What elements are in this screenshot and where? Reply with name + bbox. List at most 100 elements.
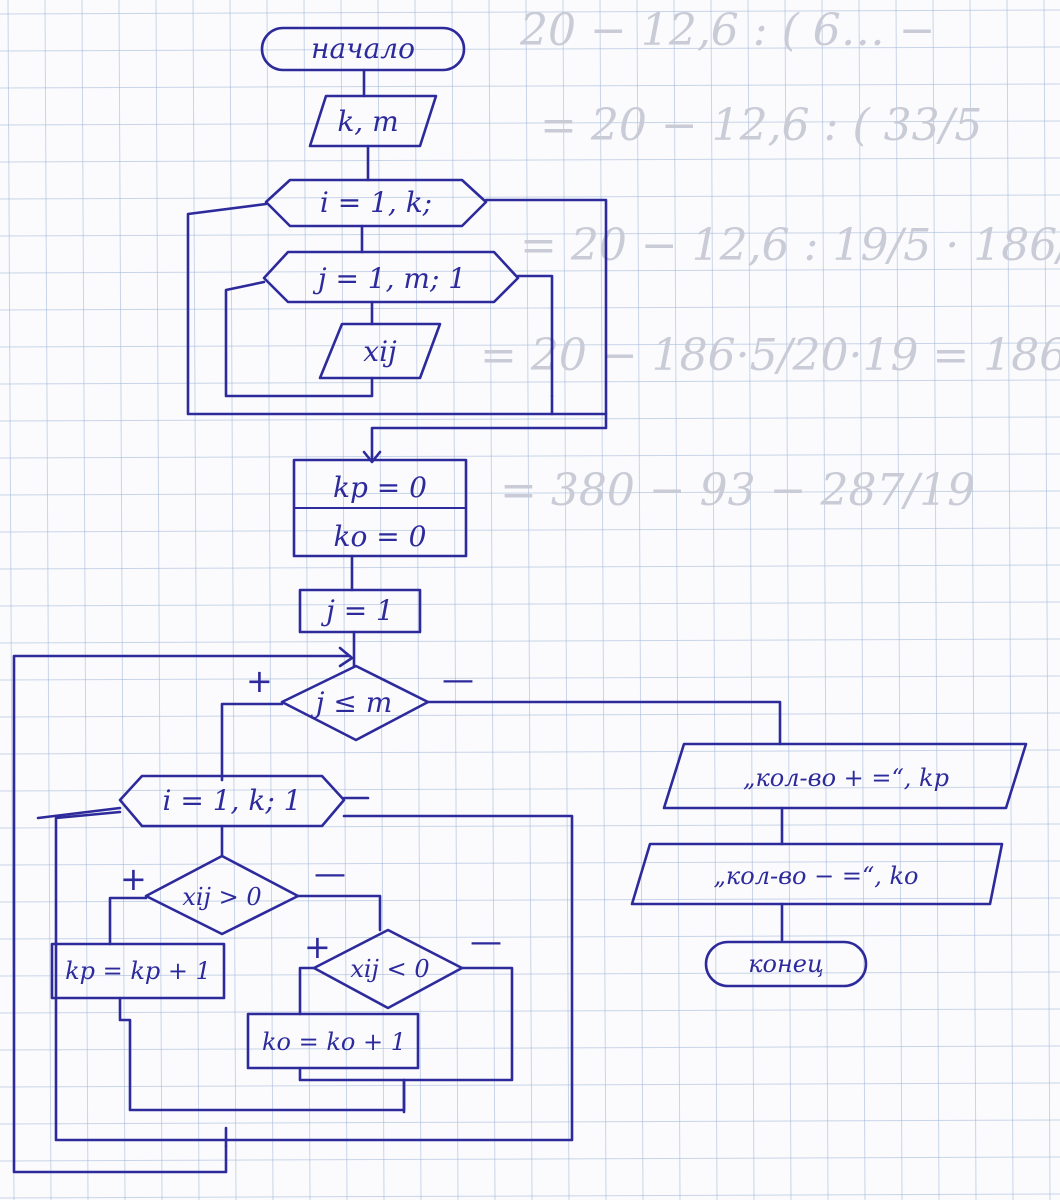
outer-loop-exit <box>484 198 608 416</box>
grid-line-vertical <box>377 0 385 1200</box>
inc-kp-block: kp = kp + 1 <box>50 942 226 1000</box>
arrow-head <box>362 450 382 464</box>
scribble-5: = 380 − 93 − 287/19 <box>500 465 975 516</box>
grid-line-horizontal <box>0 342 1060 348</box>
loop-i-count-label: i = 1, k; 1 <box>163 784 302 817</box>
grid-line-horizontal <box>0 231 1060 237</box>
decision-neg-label: xij < 0 <box>350 955 429 983</box>
grid-line-horizontal <box>0 823 1060 829</box>
grid-line-horizontal <box>0 749 1060 755</box>
loop-i-exit <box>224 796 574 1142</box>
grid-line-horizontal <box>0 675 1060 681</box>
grid-line-vertical <box>784 0 792 1200</box>
flow-line <box>296 894 382 932</box>
grid-line-vertical <box>821 0 829 1200</box>
grid-line-horizontal <box>0 638 1060 644</box>
grid-line-horizontal <box>0 934 1060 940</box>
input-km-label: k, m <box>337 105 398 138</box>
grid-line-horizontal <box>0 379 1060 385</box>
init-kp-label: kp = 0 <box>333 471 427 504</box>
grid-line-vertical <box>451 0 459 1200</box>
output-ko-block: „кол-во − =“, ko <box>630 842 1004 906</box>
scribble-1: 20 − 12,6 : ( 6… − <box>519 5 936 56</box>
grid-line-horizontal <box>0 712 1060 718</box>
scribble-2: = 20 − 12,6 : ( 33/5 <box>540 100 982 151</box>
grid-line-horizontal <box>0 46 1060 52</box>
grid-line-vertical <box>414 0 422 1200</box>
grid-line-vertical <box>673 0 681 1200</box>
output-kp-label: „кол-во + =“, kp <box>743 764 949 792</box>
grid-line-horizontal <box>0 157 1060 163</box>
input-xij-label: xij <box>363 335 397 368</box>
inc-ko-label: ko = ko + 1 <box>262 1028 406 1056</box>
loop-j-inner-block: j = 1, m; 1 <box>262 250 520 304</box>
grid-line-horizontal <box>0 860 1060 866</box>
grid-line-horizontal <box>0 194 1060 200</box>
grid-line-horizontal <box>0 9 1060 15</box>
init-ko-label: ko = 0 <box>334 520 427 553</box>
decision-pos-no-sign: — <box>314 854 346 892</box>
grid-line-horizontal <box>0 490 1060 496</box>
flow-line <box>220 702 284 782</box>
grid-line-vertical <box>858 0 866 1200</box>
grid-line-horizontal <box>0 120 1060 126</box>
decision-pos-yes-sign: + <box>120 860 147 898</box>
grid-line-vertical <box>747 0 755 1200</box>
inner-loop-return <box>224 280 374 398</box>
flow-line <box>108 896 148 946</box>
grid-line-horizontal <box>0 1008 1060 1014</box>
end-label: конец <box>748 950 824 978</box>
decision-neg-yes-sign: + <box>304 928 331 966</box>
loop-i-return-top <box>36 806 122 820</box>
grid-line-horizontal <box>0 1082 1060 1088</box>
loop-j-return <box>12 654 352 1174</box>
grid-line-vertical <box>44 0 52 1200</box>
grid-line-vertical <box>599 0 607 1200</box>
grid-line-horizontal <box>0 453 1060 459</box>
grid-line-vertical <box>562 0 570 1200</box>
grid-line-horizontal <box>0 83 1060 89</box>
inc-kp-label: kp = kp + 1 <box>65 957 211 985</box>
input-xij-block: xij <box>318 322 442 380</box>
grid-line-vertical <box>81 0 89 1200</box>
arrow-head <box>338 646 354 668</box>
grid-line-vertical <box>932 0 940 1200</box>
input-km-block: k, m <box>308 94 438 148</box>
grid-line-vertical <box>118 0 126 1200</box>
decision-j-label: j ≤ m <box>310 686 393 719</box>
grid-line-vertical <box>266 0 274 1200</box>
decision-neg-block: xij < 0 <box>312 928 464 1010</box>
scribble-4: = 20 − 186·5/20·19 = 186/3 = 20 − <box>480 330 1060 381</box>
decision-pos-block: xij > 0 <box>144 854 300 936</box>
grid-line-vertical <box>969 0 977 1200</box>
grid-line-vertical <box>1006 0 1014 1200</box>
loop-i-outer-label: i = 1, k; <box>320 186 432 219</box>
grid-line-vertical <box>303 0 311 1200</box>
scribble-3: = 20 − 12,6 : 19/5 · 186/19 = <box>520 220 1060 271</box>
grid-line-vertical <box>636 0 644 1200</box>
init-j-label: j = 1 <box>320 594 394 627</box>
decision-pos-label: xij > 0 <box>182 883 261 911</box>
loop-i-return <box>54 810 228 1142</box>
grid-line-vertical <box>229 0 237 1200</box>
loop-i-count-block: i = 1, k; 1 <box>118 774 346 828</box>
loop-j-inner-label: j = 1, m; 1 <box>312 262 466 295</box>
output-kp-block: „кол-во + =“, kp <box>662 742 1028 810</box>
grid-line-vertical <box>710 0 718 1200</box>
grid-line-horizontal <box>0 601 1060 607</box>
inc-ko-block: ko = ko + 1 <box>246 1012 420 1070</box>
init-j-block: j = 1 <box>298 588 422 634</box>
grid-line-horizontal <box>0 1156 1060 1162</box>
inner-loop-exit <box>516 274 554 398</box>
grid-line-vertical <box>192 0 200 1200</box>
grid-line-horizontal <box>0 1045 1060 1051</box>
grid-line-vertical <box>525 0 533 1200</box>
grid-line-vertical <box>895 0 903 1200</box>
grid-line-horizontal <box>0 1193 1060 1199</box>
end-terminal: конец <box>704 940 868 988</box>
grid-line-vertical <box>340 0 348 1200</box>
flow-line <box>370 412 608 462</box>
grid-line-horizontal <box>0 971 1060 977</box>
